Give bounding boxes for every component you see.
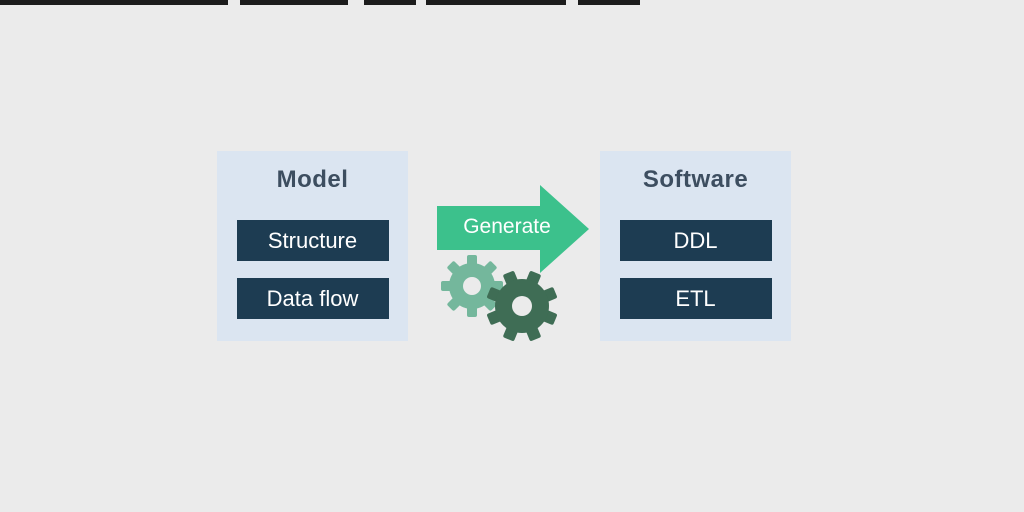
- gear-dark-icon: [487, 271, 557, 341]
- software-item-ddl-label: DDL: [673, 227, 718, 253]
- software-item-ddl: DDL: [619, 220, 772, 261]
- top-strip-segment: [0, 0, 228, 5]
- model-panel: Model Structure Data flow: [217, 151, 408, 341]
- top-strip-segment: [426, 0, 566, 5]
- model-item-dataflow-label: Data flow: [266, 285, 359, 311]
- top-strip-gap: [228, 0, 240, 5]
- software-panel: Software DDL ETL: [600, 151, 791, 341]
- top-strip-segment: [364, 0, 416, 5]
- top-edge-artifact: [0, 0, 640, 5]
- gear-dark-hole: [512, 296, 532, 316]
- generate-arrow-shape: [437, 185, 589, 273]
- top-strip-gap: [566, 0, 578, 5]
- model-item-structure: Structure: [236, 220, 389, 261]
- gear-light-icon: [441, 255, 503, 317]
- model-panel-title: Model: [276, 166, 349, 193]
- gears-icon: [441, 255, 557, 341]
- top-strip-segment: [578, 0, 640, 5]
- software-item-etl-label: ETL: [675, 285, 716, 311]
- software-panel-title: Software: [642, 166, 749, 193]
- gear-light-hole: [463, 277, 481, 295]
- top-strip-segment: [240, 0, 348, 5]
- model-item-structure-label: Structure: [267, 227, 358, 253]
- generate-arrow: [437, 185, 589, 273]
- model-item-dataflow: Data flow: [236, 278, 389, 319]
- software-item-etl: ETL: [619, 278, 772, 319]
- generate-arrow-label: Generate: [463, 215, 551, 238]
- top-strip-gap: [416, 0, 426, 5]
- top-strip-gap: [348, 0, 364, 5]
